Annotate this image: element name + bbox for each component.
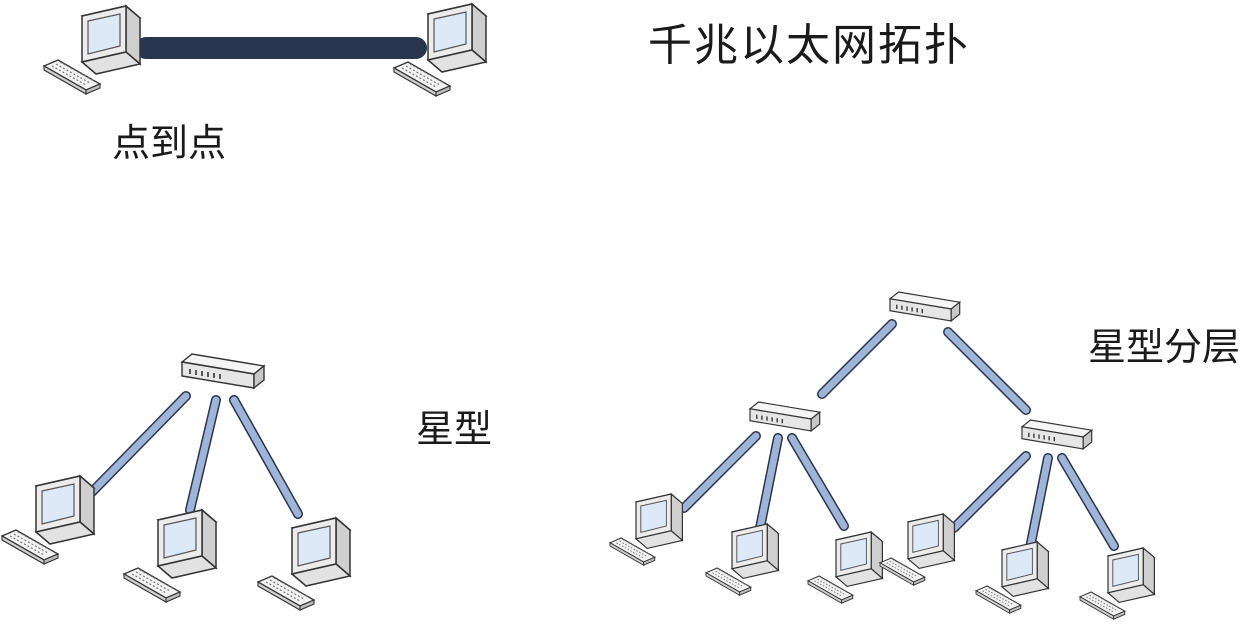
computer-icon — [1107, 547, 1156, 604]
computer-icon — [907, 513, 956, 570]
computer-icon — [635, 493, 684, 550]
computer-icon — [35, 475, 95, 545]
computer-icon — [427, 3, 487, 73]
network-cable — [1057, 453, 1119, 551]
network-cable — [943, 327, 1031, 415]
network-cable — [229, 395, 303, 519]
computer-icon — [291, 517, 351, 587]
point-to-point-label: 点到点 — [112, 121, 227, 165]
network-cable — [949, 451, 1031, 533]
network-cable — [679, 431, 761, 513]
network-cable — [755, 433, 783, 533]
switch-icon — [889, 291, 961, 322]
hierarchical-star-group — [609, 291, 1156, 620]
network-cable — [1025, 453, 1053, 553]
computer-icon — [81, 5, 141, 75]
point-to-point-group — [43, 3, 487, 97]
network-cable — [185, 395, 221, 515]
network-cable — [817, 319, 897, 399]
computer-icon — [835, 531, 884, 588]
switch-icon — [181, 353, 265, 389]
network-cable — [787, 433, 849, 531]
switch-icon — [1021, 419, 1093, 450]
switch-icon — [749, 401, 821, 432]
diagram-title: 千兆以太网拓扑 — [648, 20, 970, 71]
star-topology-group — [1, 353, 351, 611]
computer-icon — [731, 523, 780, 580]
computer-icon — [1001, 541, 1050, 598]
computer-icon — [157, 509, 217, 579]
star-label: 星型 — [416, 407, 493, 451]
network-cable — [87, 391, 191, 497]
hierarchical-star-label: 星型分层 — [1088, 325, 1241, 369]
